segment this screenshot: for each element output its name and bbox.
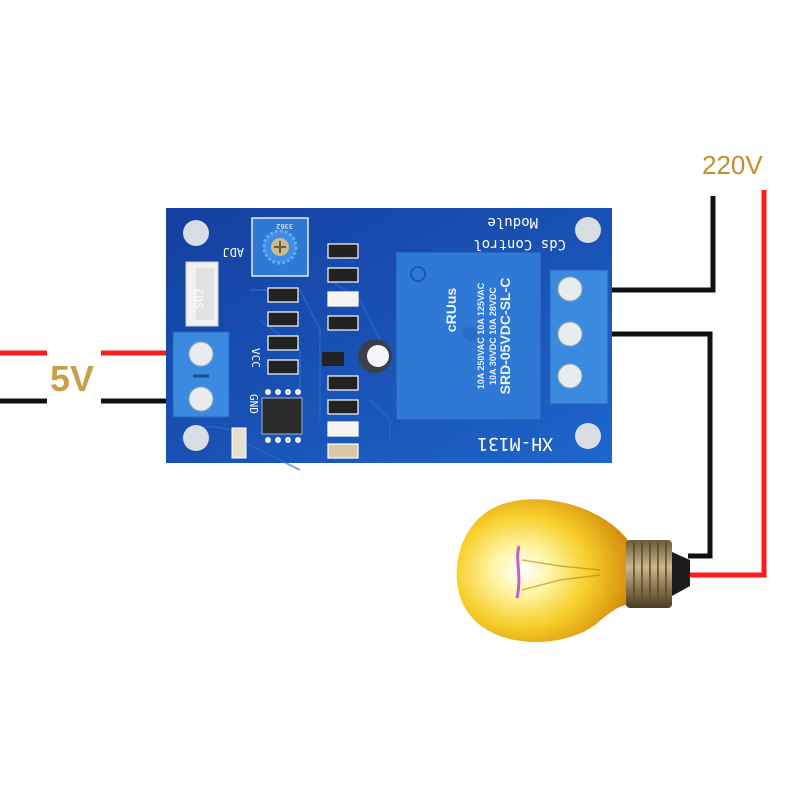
gnd-label: GND <box>247 394 260 414</box>
board-title-line1: Cds Control <box>473 236 566 252</box>
terminal-screw-nc <box>557 363 583 389</box>
low-voltage-label: 5V <box>50 358 95 399</box>
mount-hole <box>183 425 209 451</box>
live-wire <box>688 190 767 578</box>
transistor-q1 <box>322 352 344 366</box>
relay-model: SRD-05VDC-SL-C <box>497 278 513 395</box>
capacitor-c2 <box>231 427 247 459</box>
relay-terminal-block <box>549 269 609 405</box>
terminal-screw-no <box>557 321 583 347</box>
mains-voltage-label: 220V <box>702 150 763 180</box>
pot-code: 3362 <box>276 222 293 230</box>
mains-wires <box>606 190 767 578</box>
smd-resistors-left <box>267 287 299 375</box>
relay-module-pcb: 3362 <box>166 208 612 471</box>
mount-hole <box>575 423 601 449</box>
power-terminal-block <box>172 331 230 418</box>
vcc-label: VCC <box>249 348 262 368</box>
smd-column-middle <box>327 243 359 459</box>
bulb-glass <box>456 499 628 642</box>
relay-rating-2: 10A 30VDC 10A 28VDC <box>488 287 498 385</box>
relay: SRD-05VDC-SL-C 10A 250VAC 10A 125VAC 10A… <box>395 251 542 421</box>
bulb-contact <box>672 552 690 596</box>
lm393-ic <box>261 389 303 443</box>
relay-com-wire <box>606 196 716 293</box>
relay-cert: cRUus <box>443 288 459 333</box>
cds-label: CDS <box>192 289 205 309</box>
board-title-line2: Module <box>487 214 538 230</box>
terminal-screw-com <box>557 276 583 302</box>
relay-no-wire <box>606 331 713 559</box>
mount-hole <box>575 217 601 243</box>
mount-hole <box>183 220 209 246</box>
bulb-base <box>626 540 672 608</box>
board-model-label: XH-M131 <box>477 433 553 454</box>
vcc-screw <box>188 341 214 367</box>
light-bulb <box>456 499 690 642</box>
adj-label: ADJ <box>222 245 244 259</box>
bulb-filament <box>515 545 521 599</box>
relay-rating-1: 10A 250VAC 10A 125VAC <box>476 282 486 389</box>
potentiometer: 3362 <box>251 217 309 277</box>
gnd-screw <box>188 386 214 412</box>
